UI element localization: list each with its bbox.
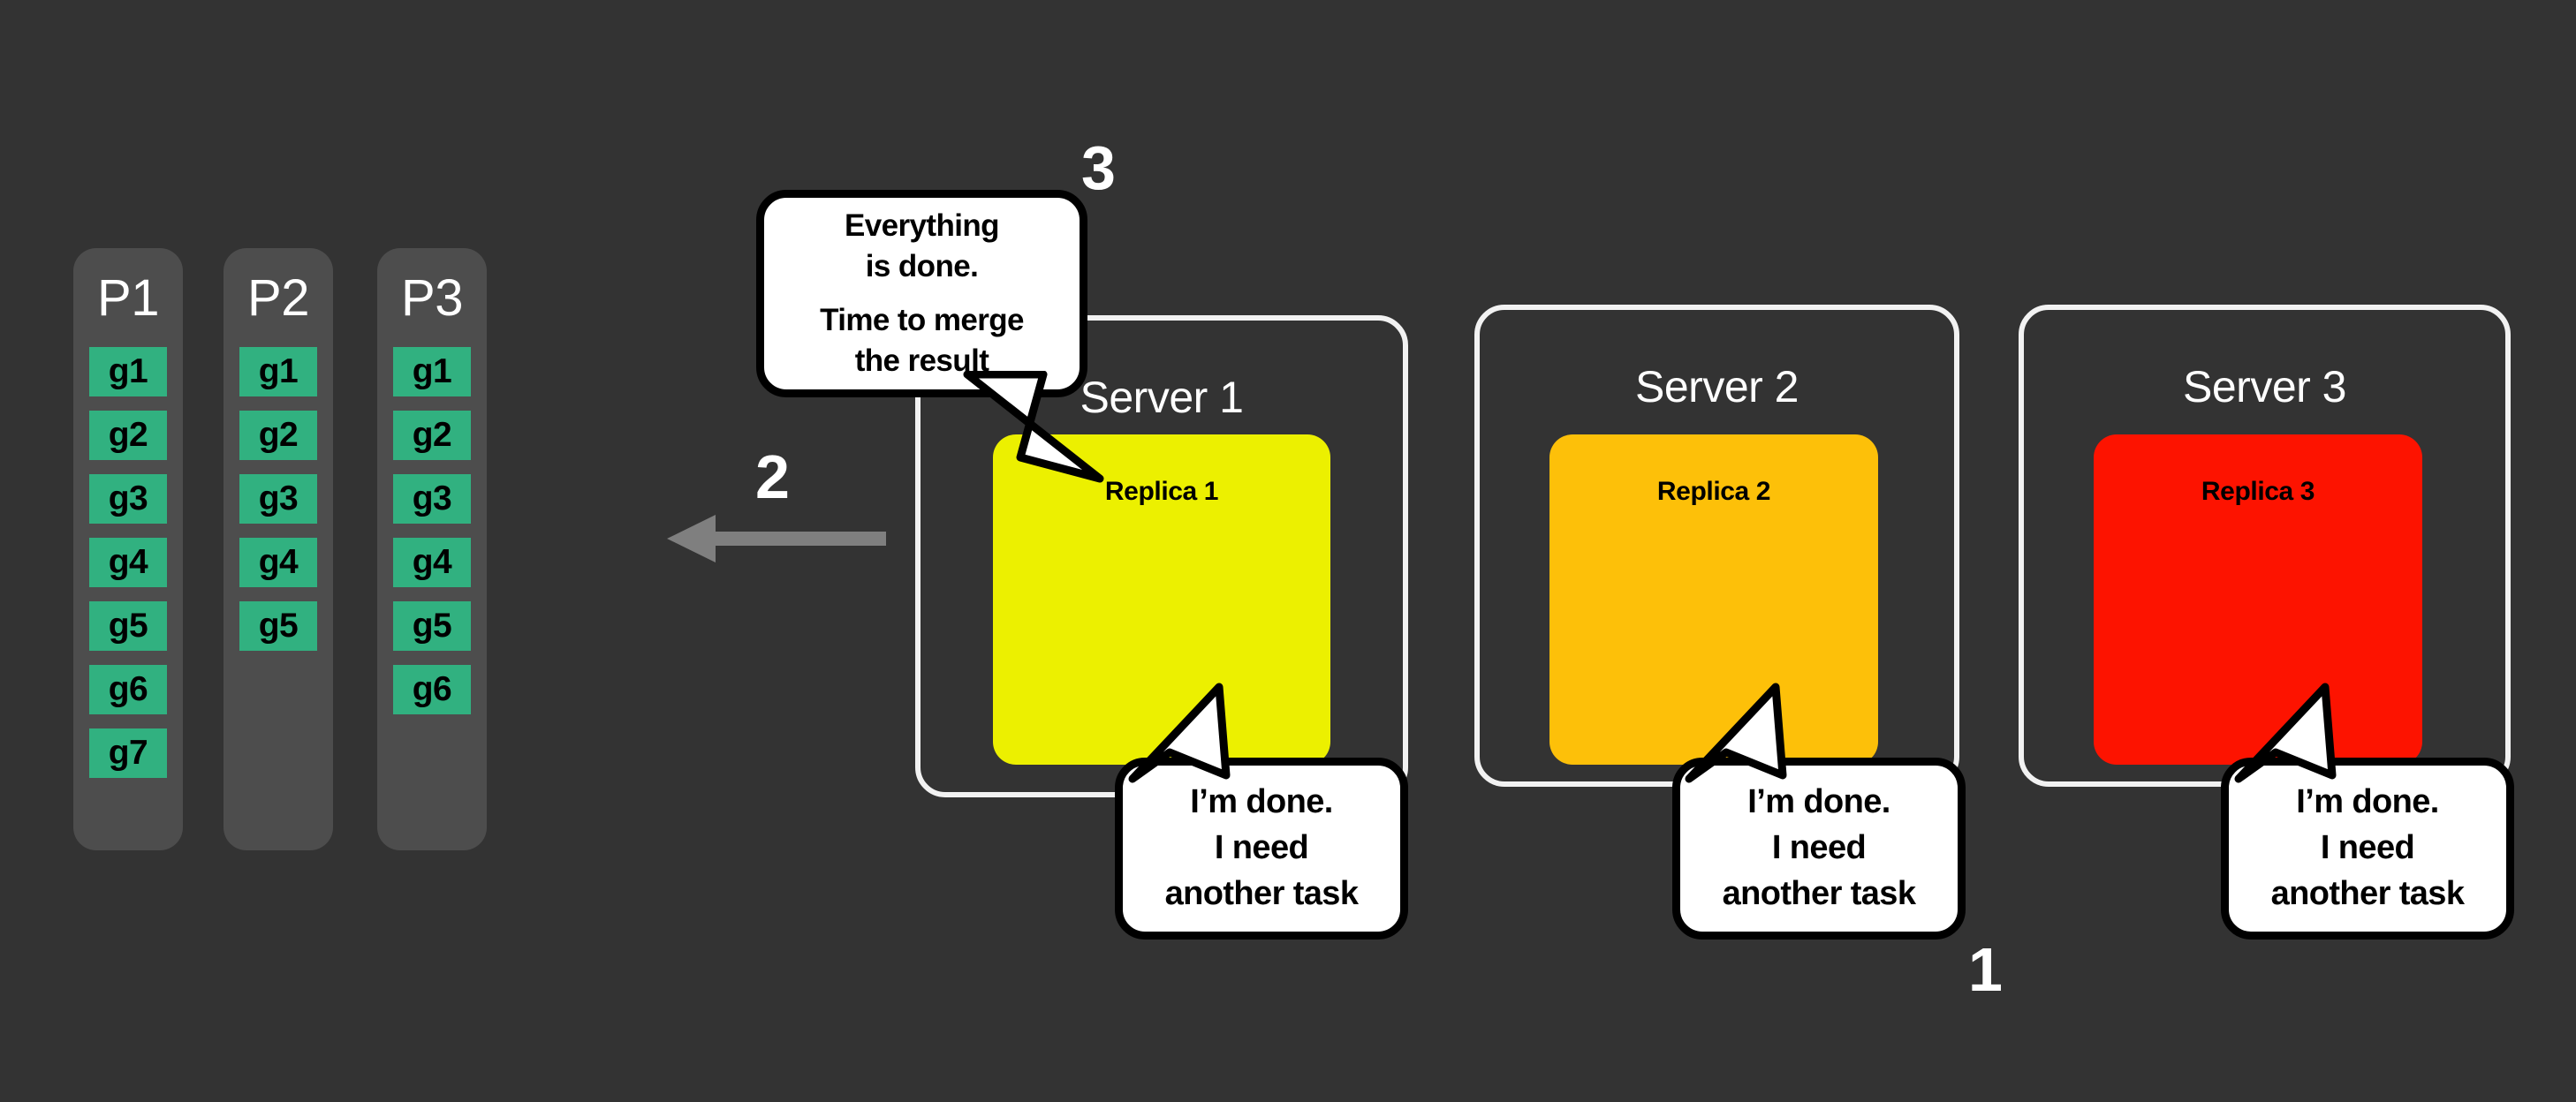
grid-cell: g3	[393, 474, 471, 524]
grid-cell: g2	[239, 411, 317, 460]
merge-bubble-line-1: Everything	[845, 208, 999, 244]
grid-cell: g4	[89, 538, 167, 587]
merge-speech-bubble: Everything is done. Time to merge the re…	[756, 190, 1087, 397]
grid-cell: g5	[393, 601, 471, 651]
merge-bubble-line-2: is done.	[865, 249, 979, 284]
grid-cell: g1	[89, 347, 167, 396]
partition-p2: P2 g1 g2 g3 g4 g5	[224, 248, 333, 850]
server-title: Server 2	[1635, 362, 1799, 411]
done-bubble-line-1: I’m done.	[2296, 783, 2439, 821]
done-bubble-1-tail	[1128, 683, 1231, 783]
replica-3-box: Replica 3	[2094, 434, 2422, 765]
done-bubble-line-2: I need	[1771, 829, 1867, 867]
grid-cell: g5	[239, 601, 317, 651]
partition-p1: P1 g1 g2 g3 g4 g5 g6 g7	[73, 248, 183, 850]
grid-cell: g5	[89, 601, 167, 651]
merge-arrow-left	[667, 515, 886, 562]
replica-2-box: Replica 2	[1549, 434, 1878, 765]
grid-cell: g4	[393, 538, 471, 587]
server-title: Server 1	[1080, 373, 1244, 422]
done-speech-bubble-2: I’m done. I need another task	[1672, 758, 1966, 940]
grid-cell: g2	[89, 411, 167, 460]
grid-cell: g3	[89, 474, 167, 524]
step-number-1: 1	[1968, 935, 2003, 1004]
merge-bubble-line-3: Time to merge	[820, 302, 1024, 337]
replica-label: Replica 2	[1656, 477, 1771, 506]
partition-title: P1	[97, 269, 159, 327]
replica-1-box: Replica 1	[993, 434, 1330, 765]
grid-cell: g4	[239, 538, 317, 587]
done-bubble-line-1: I’m done.	[1190, 783, 1333, 821]
done-speech-bubble-1: I’m done. I need another task	[1115, 758, 1408, 940]
replica-label: Replica 3	[2201, 477, 2315, 506]
step-number-2: 2	[755, 442, 790, 511]
partition-p3: P3 g1 g2 g3 g4 g5 g6	[377, 248, 487, 850]
partition-cell-list: g1 g2 g3 g4 g5 g6	[393, 347, 471, 728]
grid-cell: g6	[393, 665, 471, 714]
grid-cell: g1	[393, 347, 471, 396]
done-bubble-2-tail	[1685, 683, 1787, 783]
done-bubble-line-3: another task	[2270, 874, 2465, 912]
done-bubble-line-3: another task	[1722, 874, 1916, 912]
grid-cell: g2	[393, 411, 471, 460]
server-title: Server 3	[2183, 362, 2346, 411]
partition-title: P3	[401, 269, 463, 327]
grid-cell: g1	[239, 347, 317, 396]
step-number-3: 3	[1081, 133, 1116, 202]
done-bubble-line-1: I’m done.	[1747, 783, 1890, 821]
partition-title: P2	[247, 269, 309, 327]
done-bubble-3-tail	[2234, 683, 2337, 783]
replica-label: Replica 1	[1104, 477, 1219, 506]
grid-cell: g6	[89, 665, 167, 714]
merge-bubble-tail	[963, 371, 1104, 483]
partition-cell-list: g1 g2 g3 g4 g5	[239, 347, 317, 665]
partition-cell-list: g1 g2 g3 g4 g5 g6 g7	[89, 347, 167, 792]
grid-cell: g3	[239, 474, 317, 524]
done-bubble-line-2: I need	[2320, 829, 2415, 867]
done-bubble-line-3: another task	[1164, 874, 1359, 912]
done-bubble-line-2: I need	[1214, 829, 1309, 867]
grid-cell: g7	[89, 728, 167, 778]
done-speech-bubble-3: I’m done. I need another task	[2221, 758, 2514, 940]
